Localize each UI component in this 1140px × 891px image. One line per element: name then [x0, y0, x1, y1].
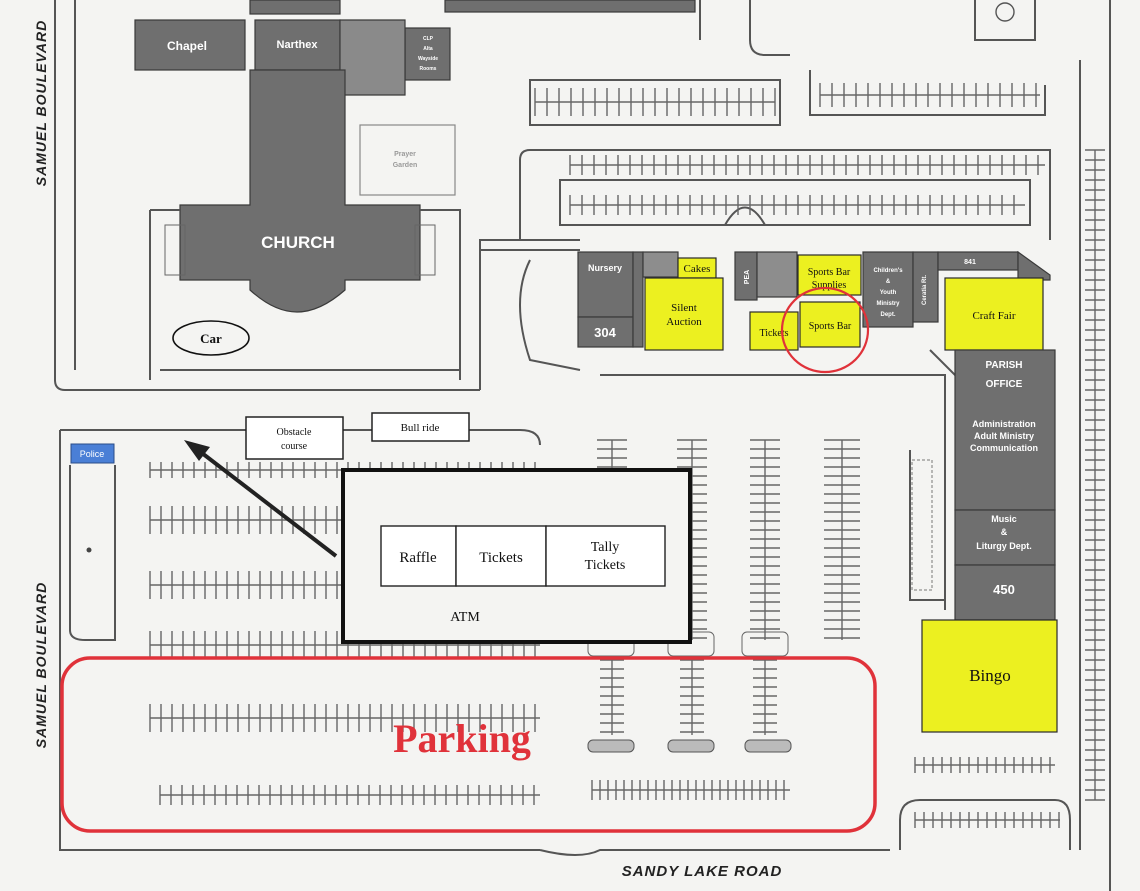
east-office-building: PARISH OFFICE Administration Adult Minis…	[911, 349, 1058, 733]
raffle-label: Raffle	[399, 550, 437, 566]
raffle-booth[interactable]	[380, 525, 457, 587]
admin-label-3: Communication	[970, 443, 1038, 453]
craft-fair-booth[interactable]	[944, 277, 1044, 351]
parish-office-label-2: OFFICE	[986, 379, 1023, 390]
sports-bar-highlight-circle	[780, 286, 870, 374]
police-booth[interactable]	[70, 443, 115, 464]
tally-label-2: Tickets	[585, 558, 626, 573]
median-island	[587, 739, 635, 753]
nursery-building	[577, 251, 634, 318]
music-label-2: &	[1001, 527, 1008, 537]
parking-highlight-box	[60, 656, 877, 833]
street-label-south: SANDY LAKE ROAD	[622, 863, 783, 880]
room-841-label: 841	[964, 259, 976, 266]
tickets-small-label: Tickets	[759, 328, 788, 339]
ceratia-room	[912, 251, 939, 323]
bull-ride-booth[interactable]	[371, 412, 470, 442]
arrow-to-tickets	[184, 440, 338, 558]
street-label-west-bottom: SAMUEL BOULEVARD	[33, 582, 49, 748]
prayer-garden-label-1: Prayer	[394, 151, 416, 158]
cakes-label: Cakes	[684, 263, 711, 275]
narthex-label: Narthex	[277, 39, 319, 51]
obstacle-course-booth[interactable]	[245, 416, 344, 460]
car-label: Car	[200, 331, 222, 346]
median-island	[744, 739, 792, 753]
obstacle-course-label-1: Obstacle	[277, 427, 313, 438]
sports-bar-booth[interactable]	[799, 301, 861, 348]
bull-ride-label: Bull ride	[401, 422, 440, 434]
prayer-garden	[359, 124, 456, 196]
chapel-label: Chapel	[167, 39, 207, 53]
street-label-west-top: SAMUEL BOULEVARD	[33, 20, 49, 186]
road-outlines	[54, 0, 1111, 891]
ceratia-label: Ceratia Rt.	[922, 275, 928, 305]
tally-label-1: Tally	[591, 540, 620, 555]
admin-label-1: Administration	[972, 419, 1036, 429]
parking-label: Parking	[393, 716, 531, 761]
room-304-label: 304	[594, 325, 616, 340]
clp-label-4: Rooms	[420, 66, 437, 72]
parish-office	[954, 349, 1056, 511]
sports-bar-supplies-label-2: Supplies	[812, 280, 847, 291]
median-island	[667, 739, 715, 753]
silent-auction-booth[interactable]	[644, 277, 724, 351]
car-booth[interactable]	[172, 320, 250, 356]
childrens-label-5: Dept.	[881, 312, 896, 318]
room-450-label: 450	[993, 582, 1015, 597]
childrens-label-2: &	[886, 279, 891, 285]
admin-label-2: Adult Ministry	[974, 431, 1034, 441]
childrens-label-3: Youth	[880, 290, 897, 296]
nursery-label: Nursery	[588, 263, 622, 273]
church-label: CHURCH	[261, 233, 335, 252]
childrens-ministry	[862, 251, 914, 328]
obstacle-course-label-2: course	[281, 441, 308, 452]
prayer-garden-label-2: Garden	[393, 162, 418, 169]
sports-bar-label: Sports Bar	[809, 321, 852, 332]
tickets-label: Tickets	[479, 550, 523, 566]
tickets-booth-small[interactable]	[749, 311, 799, 351]
tickets-booth[interactable]	[455, 525, 547, 587]
median-island	[741, 631, 789, 657]
childrens-label-4: Ministry	[876, 301, 900, 307]
church-complex: Chapel Narthex CLP Alta Wayside Rooms CH…	[134, 19, 461, 380]
clp-label-2: Alta	[423, 46, 433, 52]
clp-label-3: Wayside	[418, 56, 438, 62]
tally-tickets-booth[interactable]	[545, 525, 666, 587]
clp-label-1: CLP	[423, 36, 434, 42]
chapel-building	[134, 19, 246, 71]
silent-auction-label-2: Auction	[666, 316, 702, 328]
room-450	[954, 564, 1056, 621]
music-label-1: Music	[991, 514, 1017, 524]
craft-fair-label: Craft Fair	[972, 310, 1015, 322]
bingo-label: Bingo	[969, 666, 1011, 685]
room-841	[937, 251, 1019, 271]
sports-bar-supplies-label-1: Sports Bar	[808, 267, 851, 278]
childrens-label-1: Children's	[873, 268, 903, 274]
narthex-building	[254, 19, 341, 71]
main-building-row: Nursery 304 PEA Children's & Youth Minis…	[577, 250, 1051, 348]
church-building	[179, 69, 421, 313]
silent-auction-label-1: Silent	[671, 302, 697, 314]
bingo-booth[interactable]	[921, 619, 1058, 733]
room-304	[577, 316, 634, 348]
parish-office-label-1: PARISH	[985, 360, 1022, 371]
atm-label: ATM	[450, 610, 480, 625]
pea-label: PEA	[744, 270, 751, 284]
yellow-booths: Cakes Silent Auction Sports Bar Supplies…	[644, 254, 1044, 351]
ticket-area: Raffle Tickets Tally Tickets ATM	[341, 468, 692, 644]
top-buildings	[249, 0, 1036, 41]
music-label-3: Liturgy Dept.	[976, 541, 1032, 551]
police-label: Police	[80, 449, 105, 459]
